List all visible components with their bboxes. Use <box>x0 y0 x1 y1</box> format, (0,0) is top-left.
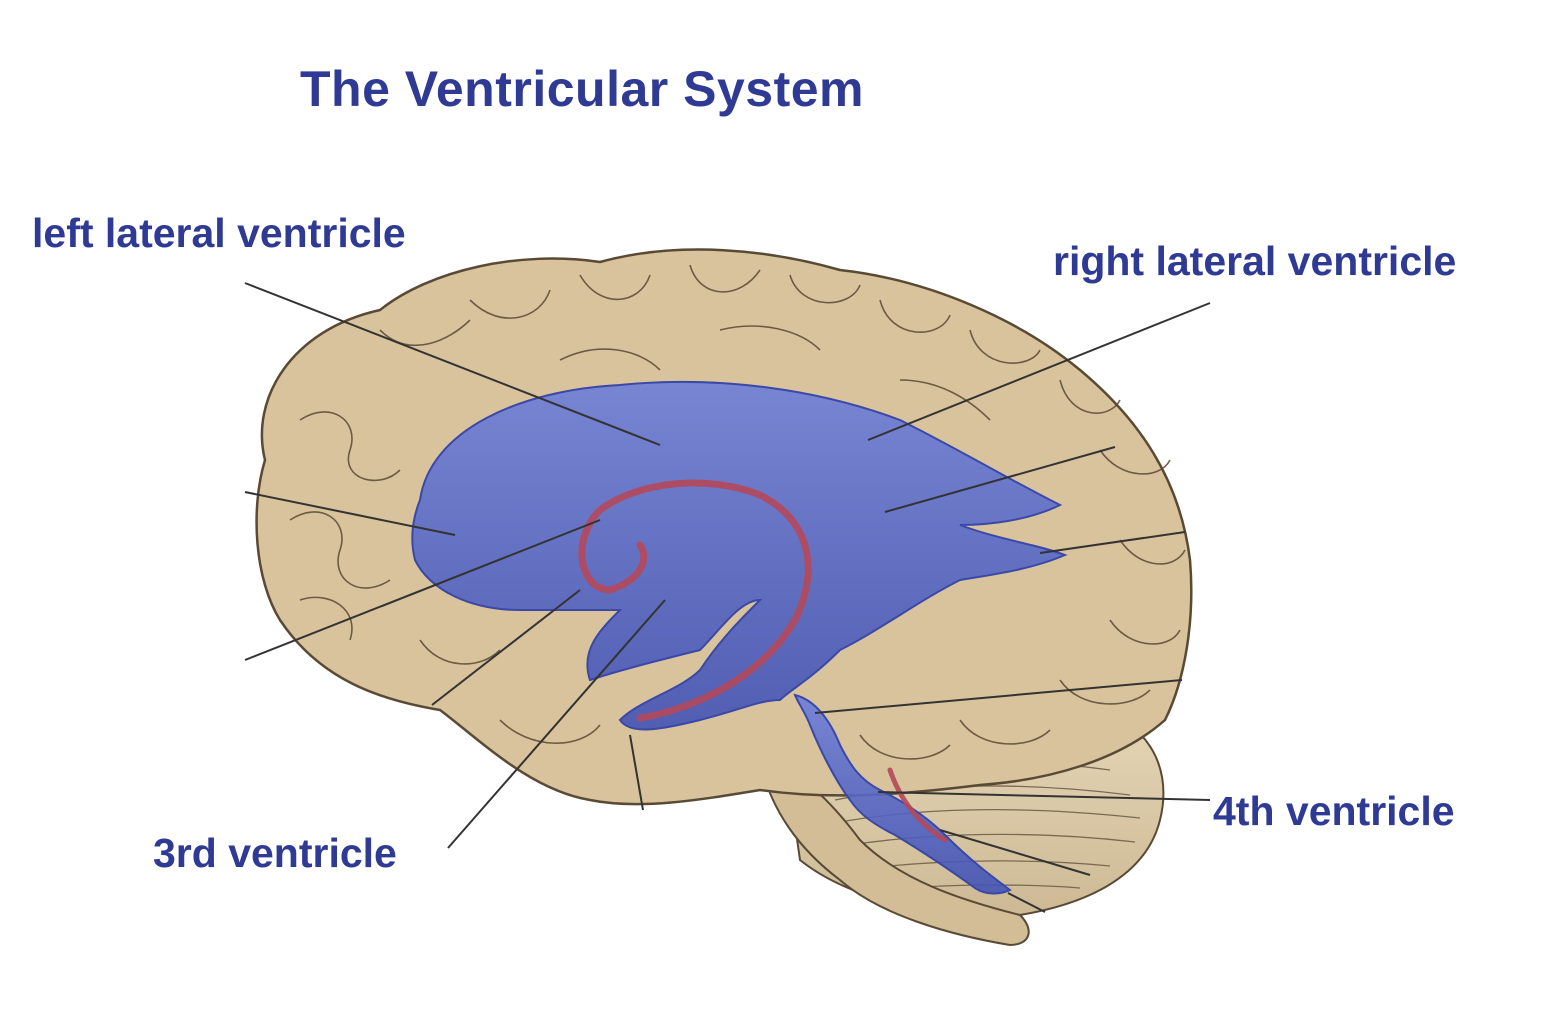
label-left-lateral-ventricle: left lateral ventricle <box>32 210 406 256</box>
leader-central-canal <box>1007 892 1046 913</box>
leader-aqueduct <box>814 679 1183 714</box>
leader-left-lateral <box>244 282 661 446</box>
aqueduct-fourth-ventricle <box>793 693 1012 895</box>
leader-anterior-horn <box>244 491 456 536</box>
choroid-plexus-fourth <box>887 767 948 843</box>
leader-fourth-2 <box>939 829 1091 876</box>
diagram-title: The Ventricular System <box>300 61 865 117</box>
lateral-ventricle <box>411 380 1068 731</box>
leader-inferior-horn <box>629 734 644 811</box>
leader-third <box>447 599 666 849</box>
brainstem <box>758 758 1030 947</box>
label-fourth-ventricle: 4th ventricle <box>1213 788 1455 834</box>
leader-interventricular <box>431 589 581 706</box>
leader-right-lateral <box>867 302 1211 441</box>
leader-lines <box>244 282 1211 913</box>
choroid-plexus <box>578 479 812 722</box>
leader-foramen <box>244 519 601 661</box>
gyri-lines <box>289 264 1186 760</box>
leader-temporal <box>1039 531 1186 554</box>
label-right-lateral-ventricle: right lateral ventricle <box>1053 238 1457 284</box>
label-third-ventricle: 3rd ventricle <box>153 830 397 876</box>
leader-right-lateral-2 <box>884 446 1116 513</box>
leader-fourth <box>877 791 1211 801</box>
